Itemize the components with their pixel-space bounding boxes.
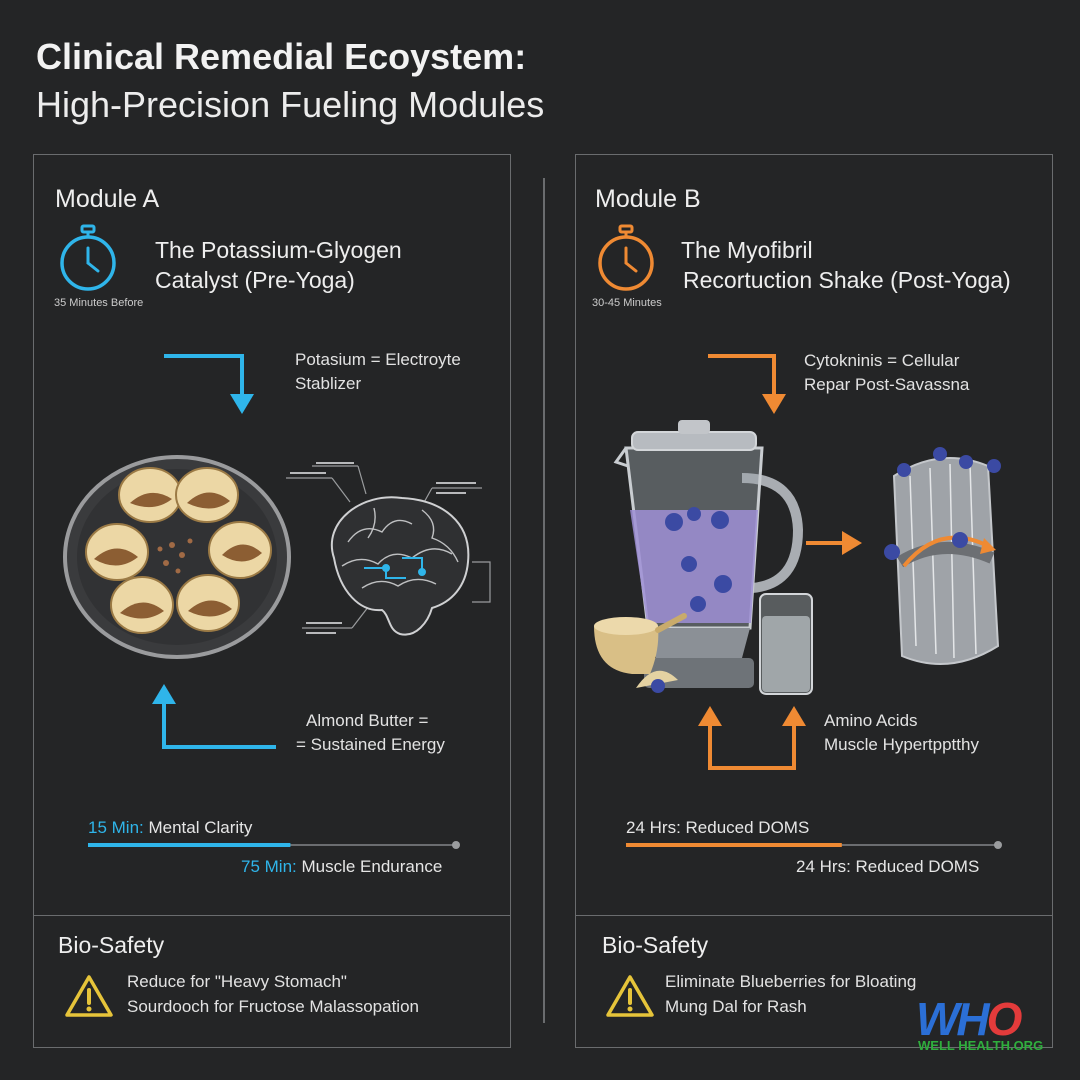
module-a-title-line2: Catalyst (Pre-Yoga): [155, 267, 355, 293]
page-title-line2: High-Precision Fueling Modules: [36, 84, 545, 125]
blender-illustration: [594, 420, 813, 695]
brain-illustration: [286, 462, 491, 636]
warning-icon: [606, 975, 654, 1017]
stopwatch-icon: [598, 224, 654, 291]
banana-plate-illustration: [63, 455, 291, 659]
timeline-text: Mental Clarity: [148, 818, 253, 837]
module-b-label-top-line2: Repar Post-Savassna: [804, 375, 970, 394]
module-b-timing: 30-45 Minutes: [592, 297, 662, 309]
module-b-title-line2: Recortuction Shake (Post-Yoga): [683, 267, 1011, 293]
arrows-up-icon: [698, 706, 806, 770]
module-b-title-line1: The Myofibril: [681, 237, 813, 263]
module-a-label-top-line1: Potasium = Electroyte: [295, 350, 461, 369]
arrow-down-icon: [164, 354, 254, 414]
wellhealth-logo: WHO WELL HEALTH.ORG: [914, 992, 1074, 1054]
module-a-biosafety-line1: Reduce for "Heavy Stomach": [127, 972, 347, 991]
module-a-label-top-line2: Stablizer: [295, 374, 362, 393]
muscle-fiber-illustration: [884, 447, 1001, 665]
module-a-timeline-bar: [88, 841, 460, 849]
module-b-biosafety-line1: Eliminate Blueberries for Bloating: [665, 972, 917, 991]
module-a-label: Module A: [55, 185, 160, 213]
module-b-timeline-second: 24 Hrs: Reduced DOMS: [796, 857, 980, 876]
module-b-label: Module B: [595, 185, 701, 213]
page-title-line1: Clinical Remedial Ecoystem:: [36, 36, 527, 77]
module-a-label-bottom-line1: Almond Butter =: [306, 711, 429, 730]
module-b-biosafety-line2: Mung Dal for Rash: [665, 997, 807, 1016]
module-b-label-bottom-line1: Amino Acids: [824, 711, 918, 730]
module-b-divider: [576, 915, 1052, 916]
module-a-timeline-first: 15 Min: Mental Clarity: [88, 818, 252, 838]
stopwatch-icon: [60, 224, 116, 291]
arrow-right-icon: [806, 531, 862, 555]
module-b-biosafety-heading: Bio-Safety: [602, 932, 709, 958]
module-a-title-line1: The Potassium-Glyogen: [155, 237, 402, 263]
module-a-divider: [34, 915, 510, 916]
timeline-time: 75 Min:: [241, 857, 297, 876]
module-a-biosafety-heading: Bio-Safety: [58, 932, 165, 958]
timeline-time: 15 Min:: [88, 818, 144, 837]
module-a-timing: 35 Minutes Before: [54, 297, 144, 309]
module-b-timeline-first: 24 Hrs: Reduced DOMS: [626, 818, 810, 837]
module-a-label-bottom-line2: = Sustained Energy: [296, 735, 445, 754]
module-b-label-bottom-line2: Muscle Hypertpptthy: [824, 735, 979, 754]
arrow-down-icon: [708, 354, 786, 414]
module-a-panel: [33, 154, 511, 1048]
logo-subtext: WELL HEALTH.ORG: [918, 1038, 1044, 1053]
center-separator: [543, 178, 545, 1023]
module-a-timeline-second: 75 Min: Muscle Endurance: [241, 857, 442, 877]
module-b-panel: [575, 154, 1053, 1048]
module-a-biosafety-line2: Sourdooch for Fructose Malassopation: [127, 997, 419, 1016]
warning-icon: [65, 975, 113, 1017]
module-b-label-top-line1: Cytokninis = Cellular: [804, 351, 960, 370]
module-b-timeline-bar: [626, 841, 1002, 849]
arrow-up-icon: [152, 684, 276, 749]
timeline-text: Muscle Endurance: [301, 857, 443, 876]
logo-letters: WHO: [916, 993, 1022, 1045]
